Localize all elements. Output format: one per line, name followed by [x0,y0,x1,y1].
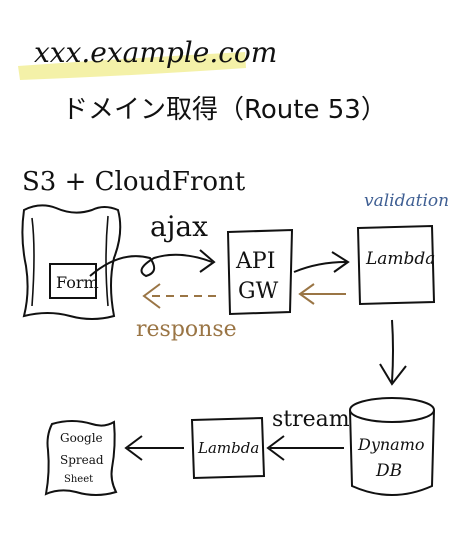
api-gateway-box [226,228,294,316]
lambda-validation-box [356,224,436,306]
google-sheet-line3: Sheet [64,474,93,485]
response-arrowhead [142,283,161,309]
dynamodb-body [349,409,435,496]
lambda-to-sheet-arrowhead [124,435,143,461]
stream-arrowhead [266,435,285,461]
stream-label: stream [272,407,350,432]
domain-step-text: ドメイン取得（Route 53） [62,95,387,125]
domain-highlight [18,52,246,80]
form-label: Form [56,273,99,292]
form-box [49,263,97,299]
apigw-to-lambda-arrowhead [331,251,350,273]
dynamodb-line2: DB [375,461,402,481]
dynamodb-top [349,397,435,423]
lambda-to-dynamodb-arrow [391,319,394,383]
lambda-export-box [190,416,266,480]
lambda-export-label: Lambda [197,439,259,457]
google-sheet-outline [44,420,118,496]
google-sheet-line2: Spread [60,453,104,467]
lambda-to-apigw-arrowhead [298,283,315,305]
api-gateway-line2: GW [238,279,279,304]
validation-note: validation [364,191,449,211]
hosting-label: S3 + CloudFront [22,167,246,197]
dynamodb-line1: Dynamo [357,435,425,454]
domain-text: xxx.example.com [34,36,277,69]
api-gateway-line1: API [235,249,275,274]
lambda-to-dynamodb-arrowhead [379,363,407,386]
s3-page-fold-right [105,215,109,307]
lambda-validation-label: Lambda [365,249,435,269]
ajax-arrowhead [199,249,216,273]
apigw-to-lambda-arrow [293,261,347,273]
s3-page-fold-left [31,217,35,307]
ajax-arrow [89,253,213,278]
s3-page-outline [21,204,122,320]
response-label: response [136,317,237,342]
google-sheet-line1: Google [60,431,103,445]
ajax-label: ajax [150,210,208,243]
